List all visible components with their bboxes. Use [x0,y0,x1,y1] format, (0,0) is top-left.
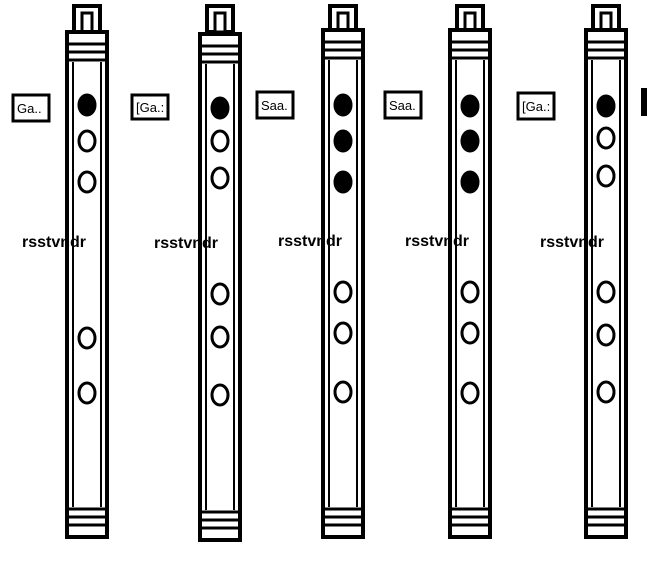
finger-hole-closed [333,129,353,153]
note-label: [Ga.: [522,99,550,114]
finger-hole-open [333,321,353,345]
flute-body-text: rsstvndr [278,233,342,250]
flute-3: Saa. rsstvndr [255,4,365,539]
note-label-box [516,91,556,121]
finger-hole-open [596,126,616,150]
finger-hole-open [596,164,616,188]
finger-hole-open [460,321,480,345]
note-label: Saa. [261,98,288,113]
finger-hole-open [333,380,353,404]
finger-hole-closed [460,94,480,118]
finger-hole-open [210,166,230,190]
flutes-layer: Ga..rsstvndr[Ga.:rsstvndrSaa.rsstvndrSaa… [11,4,628,542]
finger-hole-open [596,380,616,404]
flute-cap-slot [213,11,227,34]
note-label-box [11,93,51,123]
finger-hole-open [77,326,97,350]
finger-hole-open [77,381,97,405]
flute-body-text: rsstvndr [22,234,86,251]
note-label: Saa. [389,98,416,113]
finger-hole-closed [333,93,353,117]
finger-hole-open [210,325,230,349]
flute-body-text: rsstvndr [405,233,469,250]
note-label-box [383,90,423,120]
finger-hole-closed [210,96,230,120]
finger-hole-open [596,323,616,347]
finger-hole-open [333,280,353,304]
finger-hole-open [210,383,230,407]
flute-body-text: rsstvndr [154,235,218,252]
flute-5: [Ga.: rsstvndr [516,4,628,539]
finger-hole-open [77,170,97,194]
note-label: Ga.. [17,101,42,116]
finger-hole-open [460,280,480,304]
finger-hole-closed [77,93,97,117]
finger-hole-open [77,129,97,153]
right-edge-mark [641,88,647,116]
note-label-box [255,90,295,120]
flute-2: [Ga.: rsstvndr [130,4,242,542]
flute-4: Saa. rsstvndr [383,4,492,539]
note-label-box [130,93,170,121]
flute-1: Ga.. rsstvndr [11,4,109,539]
flute-cap-slot [80,11,94,34]
finger-hole-closed [460,170,480,194]
finger-hole-open [596,280,616,304]
flute-body-text: rsstvndr [540,234,604,251]
note-label: [Ga.: [136,100,164,115]
finger-hole-open [210,282,230,306]
finger-hole-open [460,381,480,405]
finger-hole-open [210,129,230,153]
finger-hole-closed [333,170,353,194]
finger-hole-closed [596,94,616,118]
finger-hole-closed [460,129,480,153]
